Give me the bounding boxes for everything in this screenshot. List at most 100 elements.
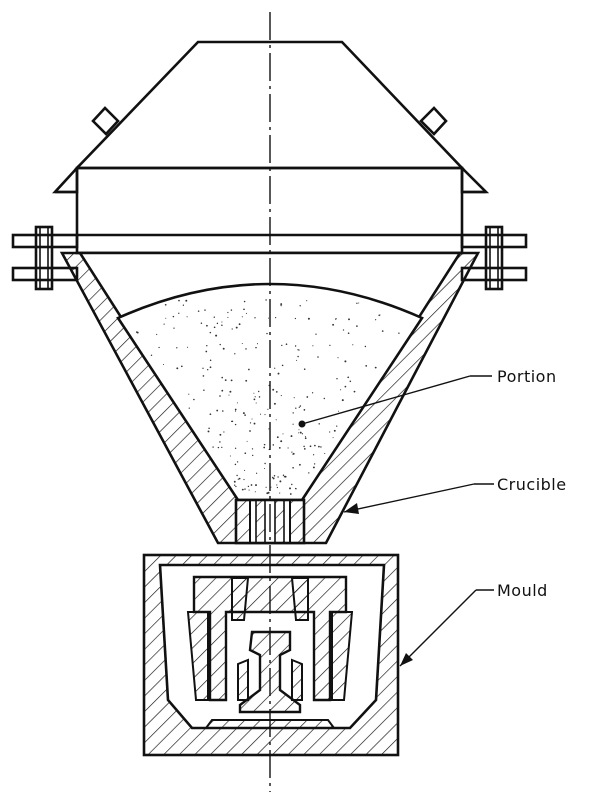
powder-speck xyxy=(315,333,317,335)
powder-speck xyxy=(299,305,301,307)
powder-speck xyxy=(289,493,292,495)
powder-speck xyxy=(243,308,245,311)
powder-speck xyxy=(272,477,275,480)
powder-speck xyxy=(255,346,257,349)
powder-speck xyxy=(276,436,279,439)
powder-speck xyxy=(248,489,250,491)
powder-speck xyxy=(292,466,294,469)
powder-speck xyxy=(244,414,246,416)
label-mould: Mould xyxy=(497,581,548,600)
powder-speck xyxy=(285,343,288,346)
powder-speck xyxy=(268,428,270,430)
powder-speck xyxy=(340,389,342,391)
powder-speck xyxy=(278,447,281,449)
powder-speck xyxy=(298,406,300,408)
powder-speck xyxy=(282,474,285,477)
powder-speck xyxy=(289,487,291,490)
powder-speck xyxy=(162,363,165,366)
powder-speck xyxy=(332,437,334,439)
powder-speck xyxy=(341,399,344,402)
right-lug xyxy=(419,106,448,136)
powder-speck xyxy=(279,492,281,494)
powder-speck xyxy=(329,431,331,433)
powder-speck xyxy=(275,391,278,393)
powder-speck xyxy=(267,491,270,494)
powder-speck xyxy=(254,491,256,493)
powder-speck xyxy=(229,455,231,457)
powder-speck xyxy=(344,360,347,363)
powder-speck xyxy=(277,476,279,478)
powder-speck xyxy=(336,377,338,380)
powder-speck xyxy=(223,431,225,433)
powder-speck xyxy=(219,441,221,443)
powder-speck xyxy=(248,368,250,371)
powder-speck xyxy=(185,299,188,302)
powder-speck xyxy=(335,318,337,320)
powder-speck xyxy=(353,390,356,393)
powder-speck xyxy=(221,321,223,323)
powder-speck xyxy=(320,446,322,448)
powder-speck xyxy=(186,346,189,348)
powder-speck xyxy=(212,446,214,448)
powder-speck xyxy=(332,323,335,326)
powder-speck xyxy=(318,423,320,425)
powder-speck xyxy=(242,412,245,415)
powder-speck xyxy=(249,430,251,432)
powder-speck xyxy=(176,367,179,370)
powder-speck xyxy=(329,344,331,347)
powder-speck xyxy=(275,419,277,421)
powder-speck xyxy=(303,409,306,411)
powder-speck xyxy=(365,365,368,367)
powder-speck xyxy=(230,379,233,382)
powder-speck xyxy=(342,329,345,331)
powder-speck xyxy=(276,486,279,489)
powder-speck xyxy=(263,446,266,449)
powder-speck xyxy=(234,423,237,426)
powder-speck xyxy=(308,472,310,474)
powder-speck xyxy=(235,485,237,488)
powder-speck xyxy=(234,353,236,355)
powder-speck xyxy=(216,409,219,412)
powder-speck xyxy=(254,396,256,398)
powder-speck xyxy=(297,349,299,351)
powder-speck xyxy=(205,350,208,353)
powder-speck xyxy=(233,480,236,483)
powder-speck xyxy=(264,467,266,470)
powder-speck xyxy=(256,343,259,345)
powder-speck xyxy=(264,414,266,416)
powder-speck xyxy=(290,435,293,438)
powder-speck xyxy=(235,326,238,329)
powder-speck xyxy=(294,345,297,347)
powder-speck xyxy=(253,422,256,425)
powder-speck xyxy=(374,366,377,369)
powder-speck xyxy=(267,408,269,410)
powder-speck xyxy=(295,488,297,490)
powder-speck xyxy=(313,463,316,465)
powder-speck xyxy=(193,398,195,401)
powder-speck xyxy=(150,354,153,357)
powder-speck xyxy=(317,356,319,358)
powder-speck xyxy=(217,446,220,449)
powder-speck xyxy=(282,433,284,435)
powder-speck xyxy=(303,448,306,450)
powder-speck xyxy=(314,444,316,447)
powder-speck xyxy=(216,322,219,325)
leader-portion xyxy=(298,375,492,428)
powder-speck xyxy=(186,316,188,318)
powder-speck xyxy=(241,316,243,318)
powder-speck xyxy=(276,484,278,486)
powder-speck xyxy=(304,436,306,438)
powder-speck xyxy=(178,312,180,314)
powder-speck xyxy=(178,299,180,302)
powder-speck xyxy=(222,410,224,412)
powder-speck xyxy=(231,420,234,423)
powder-speck xyxy=(337,410,340,412)
powder-speck xyxy=(249,422,252,424)
powder-speck xyxy=(250,484,253,486)
powder-speck xyxy=(244,488,246,490)
powder-speck xyxy=(258,390,260,393)
powder-speck xyxy=(292,423,294,425)
powder-speck xyxy=(265,486,267,488)
